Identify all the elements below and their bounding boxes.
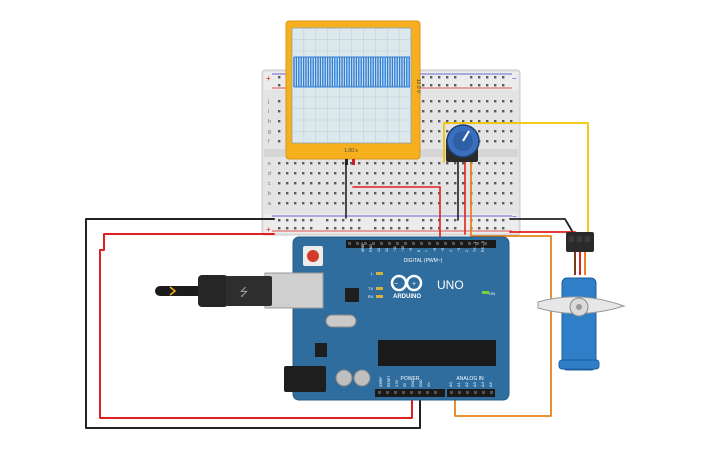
on-label: ON xyxy=(489,291,495,296)
row-letter: d xyxy=(268,171,271,177)
row-letter: j xyxy=(267,99,269,105)
power-pin-label: GND xyxy=(411,379,415,387)
svg-text:+: + xyxy=(412,281,416,288)
rail-minus-label: − xyxy=(512,74,517,83)
wire-servo-signal[interactable] xyxy=(443,122,589,239)
row-letter: c xyxy=(268,181,271,187)
board-name: UNO xyxy=(437,278,464,292)
wire-power-loop[interactable] xyxy=(99,233,413,419)
wire-ground-loop[interactable] xyxy=(85,218,421,429)
oscilloscope-volt-label: 10.0 V xyxy=(415,79,421,94)
analog-pin-label: A5 xyxy=(488,381,493,387)
digital-pin-label: ~11 xyxy=(393,246,397,252)
digital-pin-label: AREF xyxy=(361,242,365,252)
tx-label: TX xyxy=(368,286,373,291)
digital-pin-label: RX←0 xyxy=(481,241,485,252)
digital-pin-label: 8 xyxy=(417,250,421,252)
probe-signal-pin xyxy=(352,159,355,165)
arduino-uno-board[interactable]: − + ARDUINO UNO DIGITAL (PWM~) POWER ANA… xyxy=(264,236,510,401)
oscilloscope-icon[interactable]: 1.00 s 10.0 V xyxy=(285,20,421,165)
digital-pin-label: 4 xyxy=(449,250,453,252)
row-letter: i xyxy=(268,109,269,115)
wire-analog[interactable] xyxy=(454,161,552,417)
analog-pin-label: A4 xyxy=(480,381,485,387)
rail-plus-label: + xyxy=(266,74,271,83)
digital-pin-label: 2 xyxy=(465,250,469,252)
power-pin-label: GND xyxy=(419,379,423,387)
arduino-brand: ARDUINO xyxy=(393,294,421,300)
digital-pin-label: ~9 xyxy=(409,248,413,252)
servo-motor-icon[interactable] xyxy=(537,232,626,371)
svg-text:−: − xyxy=(394,281,398,288)
power-pin-label: Vin xyxy=(427,382,431,387)
usb-port xyxy=(264,272,324,309)
digital-pin-label: GND xyxy=(369,244,373,252)
l-label: L xyxy=(371,271,374,276)
probe-ground-pin xyxy=(345,159,348,165)
digital-pin-label: TX→1 xyxy=(473,242,477,252)
power-pin-label: RESET xyxy=(387,376,391,387)
atmega-chip xyxy=(378,340,496,366)
digital-pin-label: ~5 xyxy=(441,248,445,252)
digital-pin-label: ~3 xyxy=(457,248,461,252)
digital-pin-label: 13 xyxy=(377,248,381,252)
analog-pin-label: A0 xyxy=(448,381,453,387)
potentiometer-icon[interactable] xyxy=(446,124,480,162)
row-letter: a xyxy=(268,201,271,207)
row-letter: b xyxy=(268,191,271,197)
analog-pin-label: A1 xyxy=(456,381,461,387)
digital-pin-label: ~6 xyxy=(433,248,437,252)
power-jack xyxy=(284,366,326,392)
digital-label: DIGITAL (PWM~) xyxy=(404,258,443,264)
oscilloscope-time-label: 1.00 s xyxy=(344,148,358,154)
analog-label: ANALOG IN xyxy=(456,376,484,382)
analog-header xyxy=(447,389,495,397)
arduino-logo: − + xyxy=(390,274,423,292)
power-pin-label: IOREF xyxy=(379,377,383,387)
digital-pin-label: 12 xyxy=(385,248,389,252)
oscilloscope-trace xyxy=(293,56,410,88)
analog-pin-label: A3 xyxy=(472,381,477,387)
power-label: POWER xyxy=(401,376,420,382)
power-pin-label: 3.3V xyxy=(395,379,399,387)
digital-pin-label: ~10 xyxy=(401,246,405,252)
row-letter: f xyxy=(268,139,270,145)
row-letter: h xyxy=(268,119,271,125)
rx-label: RX xyxy=(368,294,374,299)
usb-cable-icon[interactable]: ⭍ xyxy=(155,275,272,307)
power-pin-label: 5V xyxy=(403,382,407,387)
digital-pin-label: 7 xyxy=(425,250,429,252)
row-letter: e xyxy=(268,161,271,167)
svg-text:⭍: ⭍ xyxy=(239,286,248,299)
analog-pin-label: A2 xyxy=(464,381,469,387)
rail-minus-label-bottom: − xyxy=(512,212,517,221)
rail-plus-label-bottom: + xyxy=(266,225,271,234)
row-letter: g xyxy=(268,129,271,135)
wire-servo-ground[interactable] xyxy=(509,218,576,237)
